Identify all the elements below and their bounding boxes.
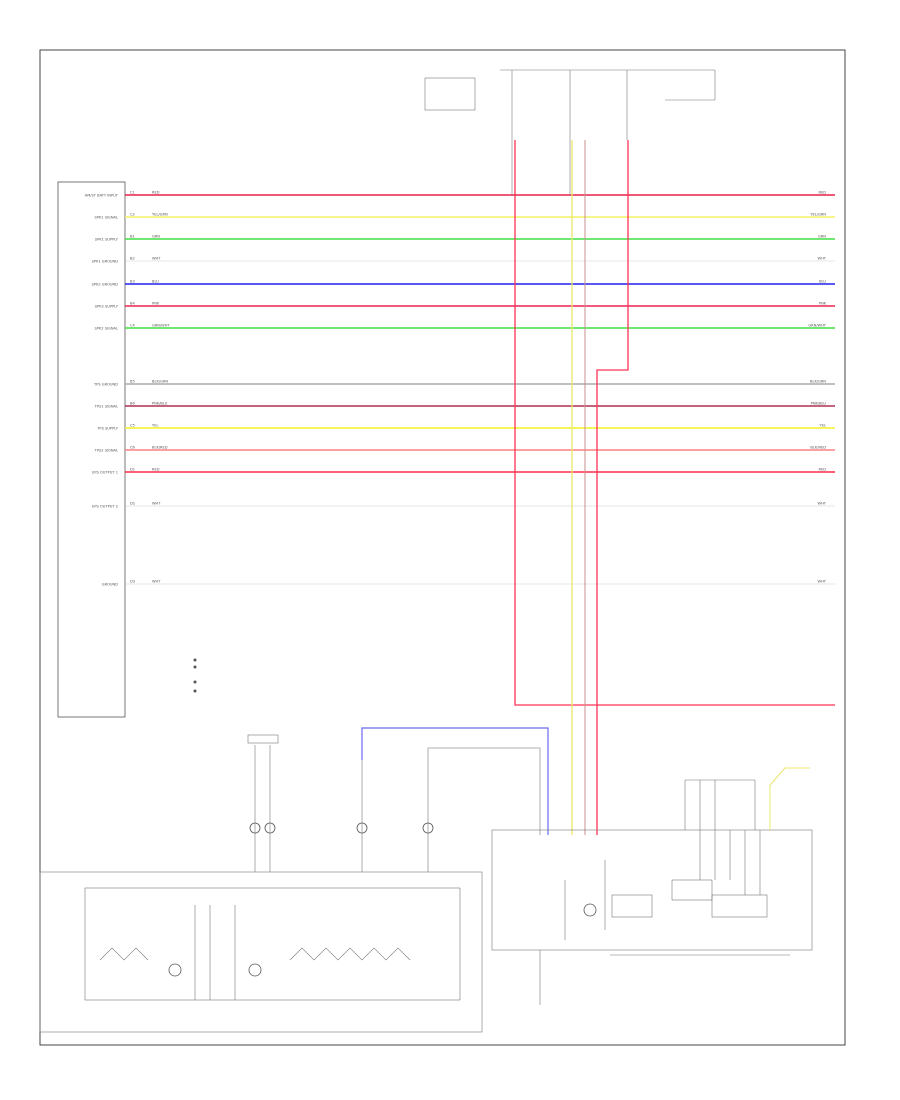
- pin-label: EPS OUTPUT 2: [92, 505, 118, 509]
- pin-number: C2: [130, 213, 135, 217]
- cluster-feed-wires: [361, 140, 835, 835]
- pin-number: B3: [130, 280, 135, 284]
- wire-color-tag-right: GRN: [818, 235, 826, 239]
- wire-color-tag-right: RED: [818, 191, 826, 195]
- pin-number: C4: [130, 324, 136, 328]
- pin-label: SPK1 GROUND: [92, 260, 119, 264]
- wire-color-label: BLU: [152, 280, 159, 284]
- fuse-block: [424, 69, 716, 195]
- wire-color-tag-right: PNK: [819, 302, 827, 306]
- pin-label: EPS OUTPUT 1: [92, 471, 118, 475]
- pin-number: D1: [130, 468, 135, 472]
- wire-color-tag-right: BLU: [819, 280, 826, 284]
- pin-number: B5: [130, 380, 135, 384]
- pin-number: B1: [130, 235, 135, 239]
- wire-color-tag-right: BLK/RED: [810, 446, 826, 450]
- wire-color-label: WHT: [152, 257, 161, 261]
- pin-label: GROUND: [102, 583, 118, 587]
- wire-color-tag-right: YEL/GRN: [810, 213, 826, 217]
- wire-color-label: WHT: [152, 502, 161, 506]
- pin-number: C1: [130, 191, 135, 195]
- pin-number: D2: [130, 502, 135, 506]
- combination-switch-assembly: [39, 734, 483, 1033]
- wire-color-label: GRN: [152, 235, 160, 239]
- wire-color-tag-right: YEL: [820, 424, 826, 428]
- wire-color-label: RED: [152, 468, 160, 472]
- pin-label: SPK1 SUPPLY: [95, 238, 119, 242]
- pin-label: TPS2 SIGNAL: [94, 449, 118, 453]
- pin-label: SPK2 SUPPLY: [95, 305, 119, 309]
- wire-color-tag-right: WHT: [818, 502, 827, 506]
- pin-number: D3: [130, 580, 135, 584]
- wire-color-tag-right: PNK/BLU: [811, 402, 827, 406]
- wire-color-tag-right: GRN/WHT: [808, 324, 826, 328]
- wire-color-label: YEL: [152, 424, 158, 428]
- pin-number: B6: [130, 402, 135, 406]
- pin-label: SPK1 SIGNAL: [94, 216, 118, 220]
- pin-label: SPK2 GROUND: [92, 283, 119, 287]
- ground-symbols: [193, 658, 197, 693]
- pin-label: TPS1 SIGNAL: [94, 405, 118, 409]
- wire-color-label: PNK: [152, 302, 160, 306]
- wire-color-label: RED: [152, 191, 160, 195]
- pin-number: B4: [130, 302, 135, 306]
- instrument-cluster: [491, 767, 813, 1005]
- pin-label: AM/ST BATT INPUT: [85, 194, 119, 198]
- wire-color-tag-right: WHT: [818, 257, 827, 261]
- pin-label: TPS GROUND: [93, 383, 118, 387]
- wire-color-label: YEL/GRN: [152, 213, 168, 217]
- pin-number: B2: [130, 257, 135, 261]
- wire-color-label: BLK/GRN: [152, 380, 168, 384]
- pin-label: TPS SUPPLY: [96, 427, 119, 431]
- wire-color-tag-right: BLK/GRN: [810, 380, 826, 384]
- wire-color-label: WHT: [152, 580, 161, 584]
- wire-color-label: GRN/WHT: [152, 324, 170, 328]
- wire-color-tag-right: RED: [818, 468, 826, 472]
- wire-color-label: PNK/BLU: [152, 402, 168, 406]
- wire-color-label: BLK/RED: [152, 446, 168, 450]
- pin-number: C5: [130, 424, 135, 428]
- wire-color-tag-right: WHT: [818, 580, 827, 584]
- pin-label: SPK2 SIGNAL: [94, 327, 118, 331]
- page-border: [39, 49, 846, 1046]
- pin-number: C6: [130, 446, 136, 450]
